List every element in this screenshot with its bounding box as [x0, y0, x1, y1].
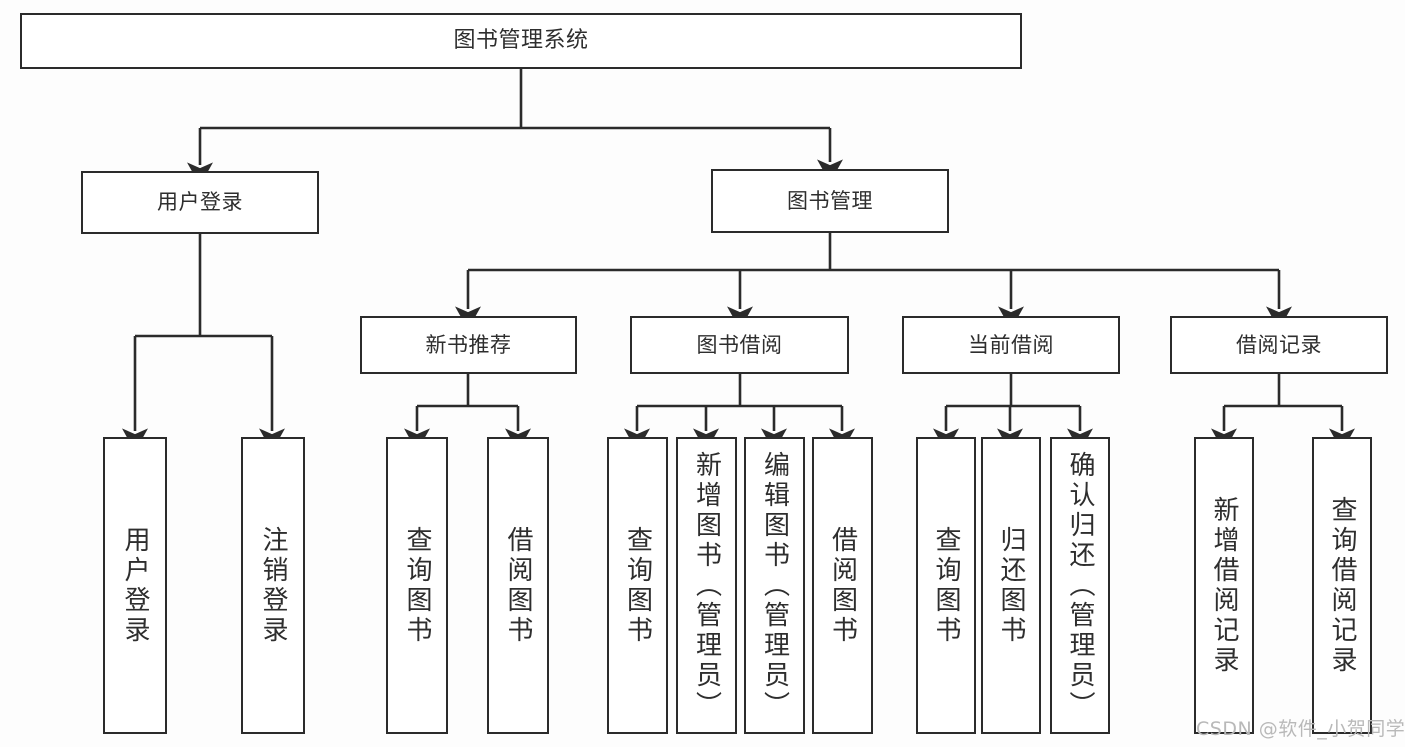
node-user-login[interactable]: 用户登录 [81, 171, 319, 234]
node-leaf-query-book-2-label: 查询图书 [622, 525, 653, 646]
node-leaf-query-book-3[interactable]: 查询图书 [916, 437, 976, 734]
node-leaf-query-book-2[interactable]: 查询图书 [607, 437, 668, 734]
node-leaf-confirm-return-label: 确认归还（管理员） [1065, 451, 1095, 721]
node-leaf-query-record[interactable]: 查询借阅记录 [1312, 437, 1372, 734]
node-borrow-record-label: 借阅记录 [1236, 332, 1322, 357]
node-book-borrow-label: 图书借阅 [696, 332, 783, 357]
node-new-book-rec-label: 新书推荐 [425, 332, 512, 357]
node-leaf-edit-book-label: 编辑图书（管理员） [759, 451, 790, 721]
node-root[interactable]: 图书管理系统 [20, 13, 1022, 69]
node-leaf-borrow-book-2-label: 借阅图书 [827, 525, 858, 646]
node-leaf-query-book-3-label: 查询图书 [931, 525, 961, 646]
node-book-manage[interactable]: 图书管理 [711, 169, 949, 233]
node-leaf-add-book-label: 新增图书（管理员） [691, 451, 722, 721]
node-new-book-rec[interactable]: 新书推荐 [360, 316, 577, 374]
node-user-login-label: 用户登录 [157, 190, 243, 215]
node-book-manage-label: 图书管理 [787, 188, 873, 213]
node-book-borrow[interactable]: 图书借阅 [630, 316, 849, 374]
node-leaf-add-record-label: 新增借阅记录 [1209, 495, 1239, 676]
node-current-borrow-label: 当前借阅 [968, 332, 1054, 357]
node-leaf-query-book-1-label: 查询图书 [402, 525, 432, 646]
node-leaf-confirm-return[interactable]: 确认归还（管理员） [1050, 437, 1110, 734]
node-leaf-logout-label: 注销登录 [258, 525, 288, 646]
node-current-borrow[interactable]: 当前借阅 [902, 316, 1120, 374]
node-borrow-record[interactable]: 借阅记录 [1170, 316, 1388, 374]
node-leaf-logout[interactable]: 注销登录 [241, 437, 305, 734]
node-leaf-user-login[interactable]: 用户登录 [103, 437, 167, 734]
node-leaf-add-book[interactable]: 新增图书（管理员） [676, 437, 737, 734]
node-leaf-edit-book[interactable]: 编辑图书（管理员） [744, 437, 805, 734]
node-leaf-user-login-label: 用户登录 [120, 525, 150, 646]
node-leaf-return-book-label: 归还图书 [996, 525, 1026, 646]
node-leaf-query-book-1[interactable]: 查询图书 [386, 437, 448, 734]
node-root-label: 图书管理系统 [453, 28, 589, 54]
node-leaf-return-book[interactable]: 归还图书 [981, 437, 1041, 734]
node-leaf-query-record-label: 查询借阅记录 [1327, 495, 1357, 676]
node-leaf-borrow-book-1[interactable]: 借阅图书 [487, 437, 549, 734]
watermark: CSDN @软件_小贺同学 [1196, 718, 1405, 740]
node-leaf-borrow-book-1-label: 借阅图书 [503, 525, 533, 646]
node-leaf-borrow-book-2[interactable]: 借阅图书 [812, 437, 873, 734]
node-leaf-add-record[interactable]: 新增借阅记录 [1194, 437, 1254, 734]
